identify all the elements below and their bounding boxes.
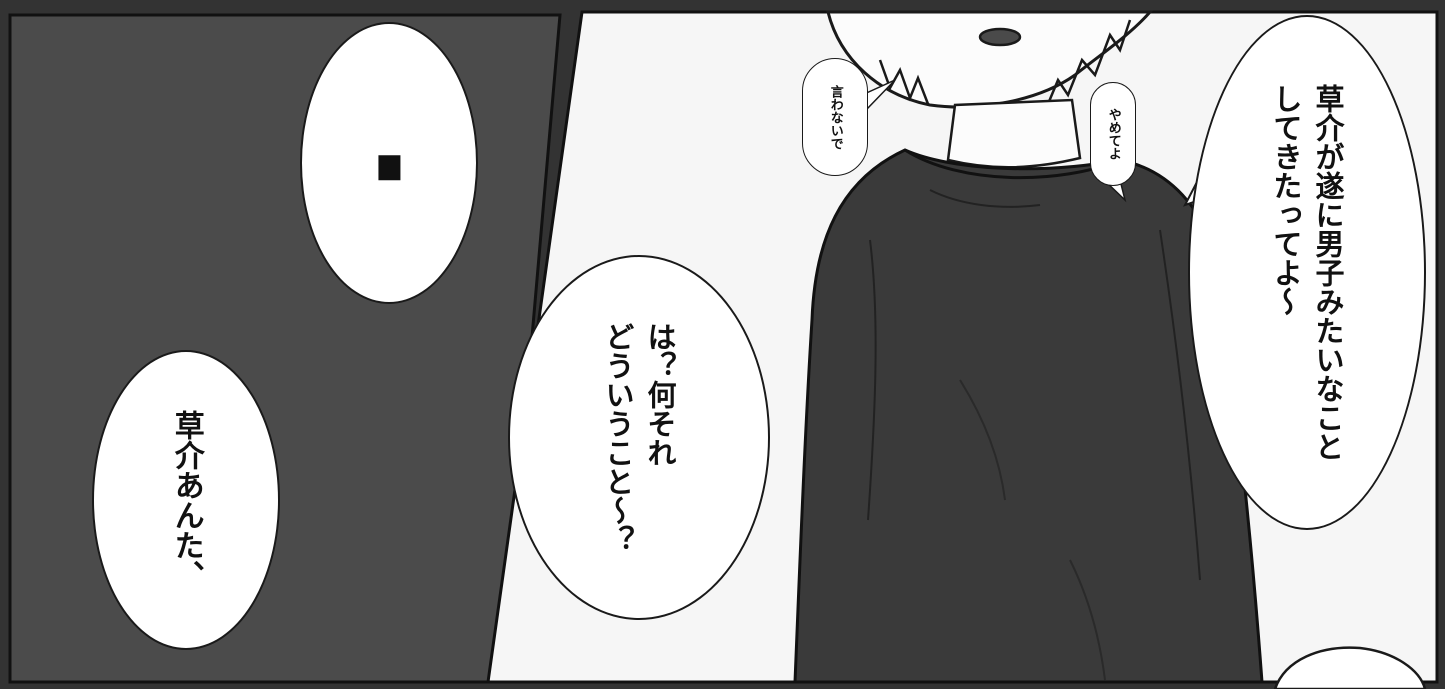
character-hair-right: [1046, 19, 1132, 105]
shirt-fold: [867, 239, 877, 521]
whisper-text: 言わないで: [827, 84, 843, 150]
character-mouth: [978, 27, 1022, 47]
left-panel: [8, 13, 562, 684]
whisper-bubble-stop: やめてよ: [1090, 82, 1136, 186]
shirt-fold: [1069, 559, 1106, 681]
speech-bubble-left-lower: 草介あんた、: [92, 350, 280, 650]
shirt-fold: [1159, 229, 1201, 581]
character-figure: [793, 10, 1264, 684]
bubble-text: は？何それ どういうこと～？: [601, 321, 678, 554]
speech-bubble-right-main: 草介が遂に男子みたいなこと してきたってよ～: [1188, 15, 1426, 530]
character-neck: [946, 98, 1082, 169]
bubble-text: ―: [376, 50, 402, 276]
bubble-text: 草介が遂に男子みたいなこと してきたってよ～: [1269, 84, 1346, 461]
whisper-bubble-dont-say: 言わないで: [802, 58, 868, 176]
shirt-fold: [959, 379, 1006, 501]
speech-bubble-right-center: は？何それ どういうこと～？: [508, 255, 770, 620]
partial-bubble: [1273, 646, 1427, 689]
bubble-text: 草介あんた、: [168, 410, 204, 590]
shirt-fold: [929, 189, 1041, 208]
speech-bubble-silence: ―: [300, 22, 478, 304]
whisper-text: やめてよ: [1105, 108, 1121, 160]
